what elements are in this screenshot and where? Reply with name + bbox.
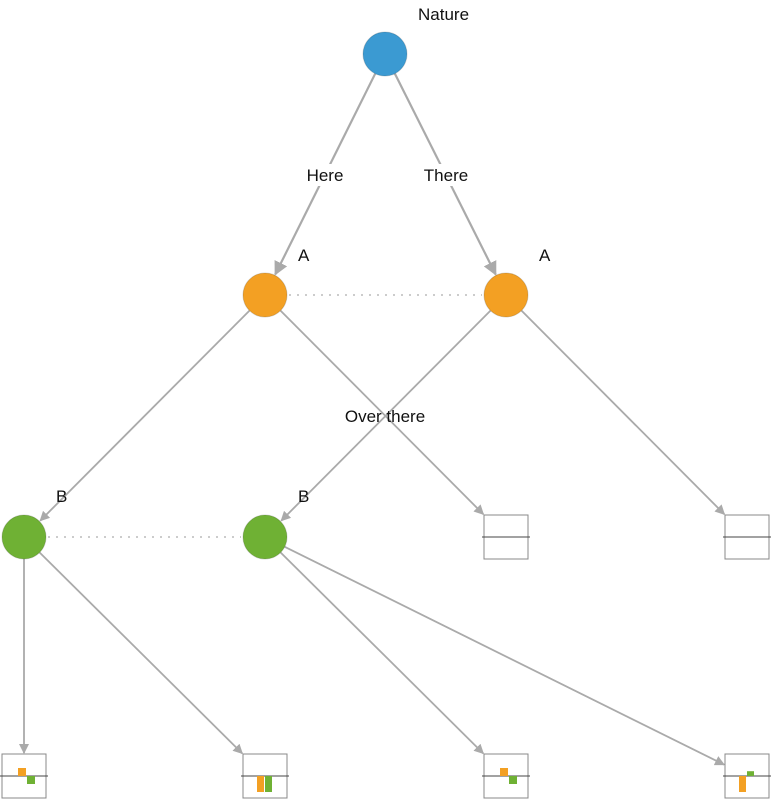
terminal-t3 xyxy=(0,753,48,799)
terminal-t1 xyxy=(482,514,530,560)
edge-a1-b1 xyxy=(39,309,251,522)
terminal-t2 xyxy=(723,514,771,560)
payoff-bar-a xyxy=(18,768,26,776)
node-label-a1: A xyxy=(298,246,310,265)
payoff-bar-b xyxy=(265,776,272,792)
node-a1 xyxy=(242,272,288,318)
edge-label-here: Here xyxy=(307,166,344,185)
payoff-bar-a xyxy=(739,776,746,792)
edge-b1-t4 xyxy=(38,551,243,755)
decision-nodes xyxy=(1,31,529,560)
payoff-bar-b xyxy=(27,776,35,784)
node-label-b2: B xyxy=(298,487,309,506)
terminal-t5 xyxy=(482,753,530,799)
edge-label-bg xyxy=(422,164,470,186)
edge-b2-t6 xyxy=(284,545,725,766)
node-label-nature: Nature xyxy=(418,5,469,24)
edge-label-there: There xyxy=(424,166,468,185)
edge-label-bg xyxy=(301,164,349,186)
node-b2 xyxy=(242,514,288,560)
payoff-bar-b xyxy=(509,776,517,784)
payoff-bar-b xyxy=(747,771,754,776)
terminal-t4 xyxy=(241,753,289,799)
edge-a2-b2 xyxy=(280,309,492,522)
floating-label-over-there: Over there xyxy=(345,407,425,426)
node-nature xyxy=(362,31,408,77)
edges xyxy=(19,73,726,766)
edge-a1-t1 xyxy=(279,309,485,516)
terminal-outcomes xyxy=(0,514,771,799)
payoff-bar-a xyxy=(257,776,264,792)
node-a2 xyxy=(483,272,529,318)
edge-a2-t2 xyxy=(520,309,726,516)
information-set-links xyxy=(48,294,482,538)
terminal-t6 xyxy=(723,753,771,799)
node-label-a2: A xyxy=(539,246,551,265)
node-label-b1: B xyxy=(56,487,67,506)
edge-b2-t5 xyxy=(279,551,484,755)
node-b1 xyxy=(1,514,47,560)
payoff-bar-a xyxy=(500,768,508,776)
